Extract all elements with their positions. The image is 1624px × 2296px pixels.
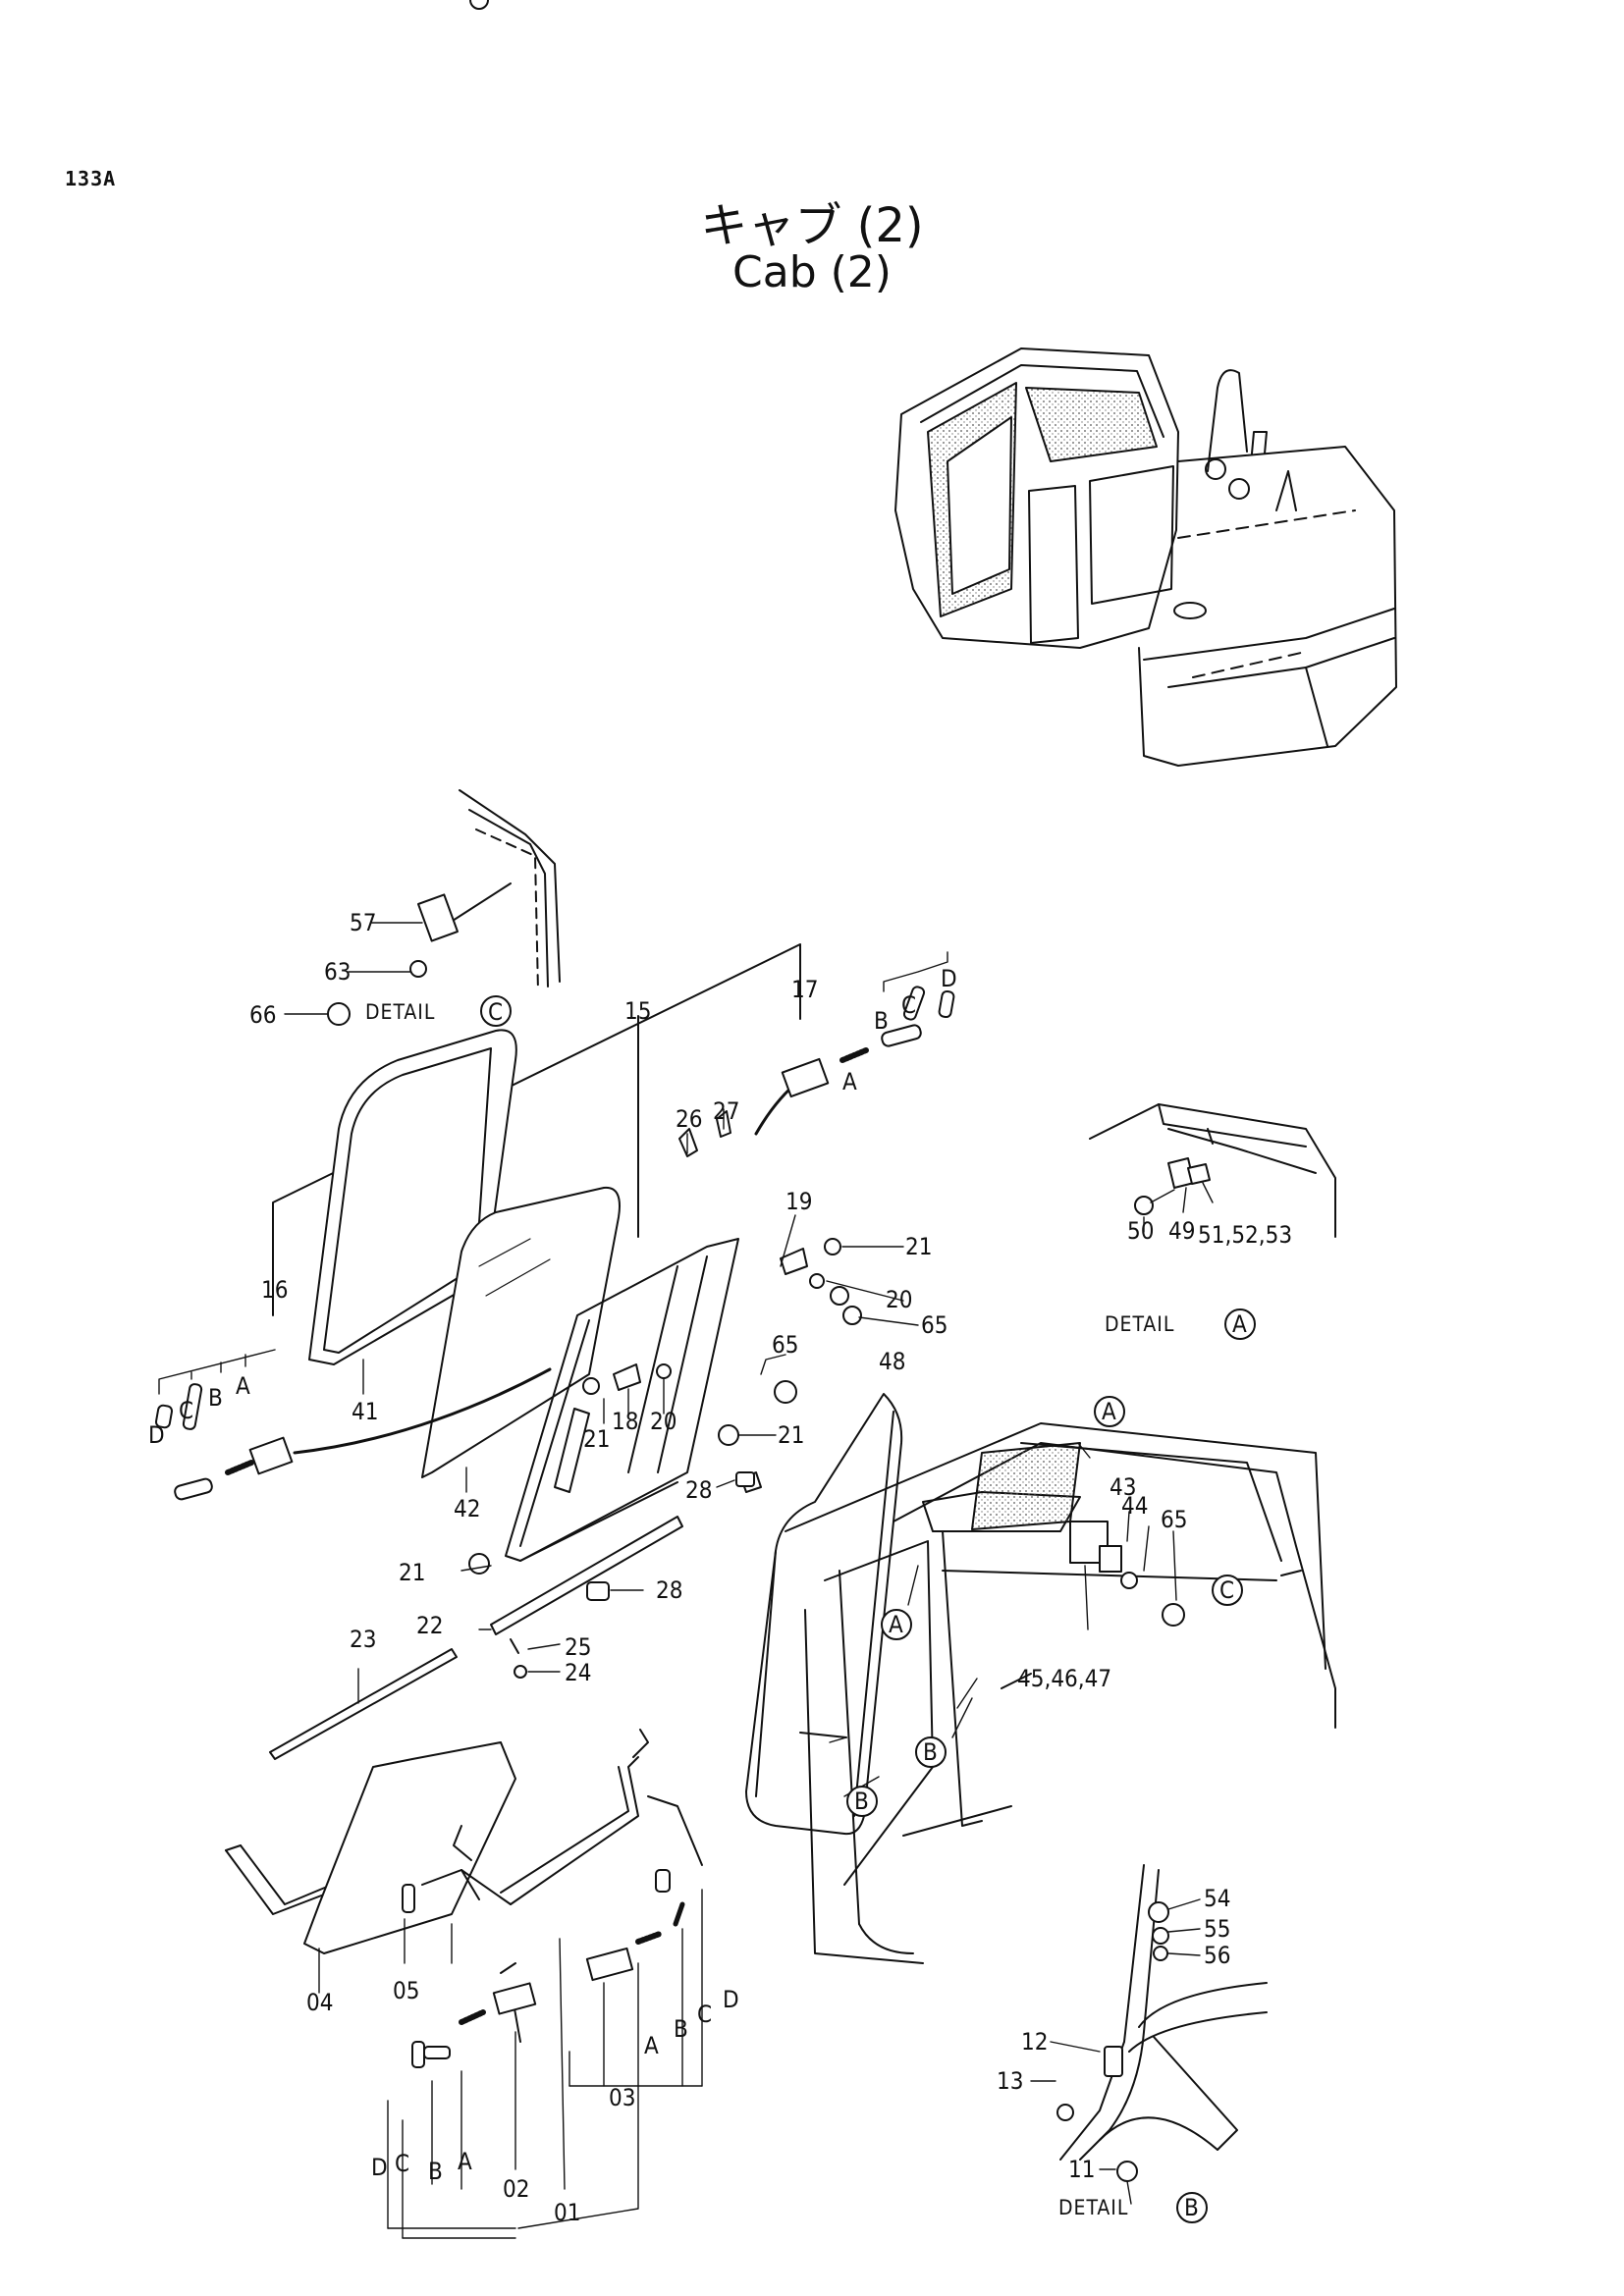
detail-c-drawing (284, 789, 561, 1026)
sub-d-02: D (371, 2154, 388, 2181)
sub-b-02: B (428, 2158, 443, 2185)
callout-65a: 65 (921, 1311, 947, 1339)
callout-01: 01 (554, 2199, 580, 2226)
sub-c-03: C (697, 2001, 712, 2028)
sub-a-03: A (644, 2032, 659, 2059)
detail-b-word: DETAIL (1058, 2196, 1128, 2219)
callout-17: 17 (791, 976, 818, 1003)
callout-41: 41 (352, 1398, 378, 1425)
callout-25: 25 (565, 1633, 591, 1661)
callout-03: 03 (609, 2084, 635, 2111)
callout-63: 63 (324, 958, 351, 986)
callout-66: 66 (249, 1001, 276, 1029)
detail-b-letter: B (1184, 2194, 1199, 2221)
sub-c-17: C (901, 991, 916, 1019)
sub-b-03: B (674, 2015, 688, 2043)
callout-26: 26 (676, 1105, 702, 1133)
callout-02: 02 (503, 2175, 529, 2203)
sub-a-16: A (236, 1372, 250, 1400)
sub-c-02: C (395, 2150, 409, 2177)
ref-marker-b-2: B (854, 1788, 869, 1815)
detail-c-letter: C (488, 998, 503, 1026)
sub-b-17: B (874, 1007, 889, 1035)
callout-48: 48 (879, 1348, 905, 1375)
callout-13: 13 (997, 2067, 1023, 2095)
circled-reference-markers (480, 995, 1256, 2223)
detail-c-word: DETAIL (365, 1000, 435, 1024)
callout-42: 42 (454, 1495, 480, 1522)
page-title-japanese: キャブ (2) (700, 198, 924, 253)
sub-b-16: B (208, 1384, 223, 1412)
detail-labels: DETAIL C DETAIL A DETAIL B A A B B C (365, 998, 1247, 2221)
callout-28a: 28 (685, 1476, 712, 1504)
lower-window-assembly (225, 1729, 703, 2239)
callout-18: 18 (612, 1408, 638, 1435)
callout-65c: 65 (1161, 1506, 1187, 1533)
callout-21b: 21 (778, 1421, 804, 1449)
machine-overview-illustration (894, 347, 1397, 767)
sub-part-letters: D C B A A B C D A B C D A B C D (148, 965, 957, 2185)
callout-28b: 28 (656, 1576, 682, 1604)
callout-43: 43 (1110, 1473, 1136, 1501)
callout-50: 50 (1127, 1217, 1154, 1245)
callout-54: 54 (1204, 1885, 1230, 1912)
detail-a-letter: A (1232, 1310, 1247, 1338)
detail-a-drawing (1089, 1103, 1336, 1238)
page-code: 133A (65, 167, 117, 190)
guide-rail-assembly (269, 0, 755, 1760)
ref-marker-c: C (1219, 1576, 1234, 1604)
ref-marker-a-top: A (1102, 1398, 1116, 1425)
callout-45-46-47: 45,46,47 (1017, 1665, 1111, 1692)
callout-16: 16 (261, 1276, 288, 1304)
detail-a-word: DETAIL (1105, 1312, 1174, 1336)
sliding-window-frame-assembly (154, 943, 955, 1562)
callout-21c: 21 (583, 1425, 610, 1453)
callout-20a: 20 (886, 1286, 912, 1313)
sub-a-02: A (458, 2148, 472, 2175)
callout-55: 55 (1204, 1915, 1230, 1943)
sub-a-17: A (842, 1068, 857, 1095)
callout-11: 11 (1068, 2156, 1095, 2183)
ref-marker-b-1: B (923, 1738, 938, 1766)
ref-marker-a-door: A (889, 1611, 903, 1638)
sub-d-03: D (723, 1986, 739, 2013)
callout-12: 12 (1021, 2028, 1048, 2056)
callout-05: 05 (393, 1977, 419, 2004)
callout-24: 24 (565, 1659, 591, 1686)
callout-23: 23 (350, 1626, 376, 1653)
callout-27: 27 (713, 1097, 739, 1125)
callout-21d: 21 (399, 1559, 425, 1586)
callout-57: 57 (350, 909, 376, 936)
callout-49: 49 (1168, 1217, 1195, 1245)
callout-19: 19 (785, 1188, 812, 1215)
callout-04: 04 (306, 1989, 333, 2016)
sub-c-16: C (179, 1397, 193, 1424)
callout-22: 22 (416, 1612, 443, 1639)
sub-d-17: D (941, 965, 957, 992)
part-callouts: 57 63 66 15 17 16 41 42 26 27 19 21 20 6… (249, 909, 1292, 2226)
callout-65b: 65 (772, 1331, 798, 1359)
callout-56: 56 (1204, 1942, 1230, 1969)
callout-51-52-53: 51,52,53 (1198, 1221, 1292, 1249)
callout-21a: 21 (905, 1233, 932, 1260)
cab-frame-drawing (745, 1393, 1336, 1964)
detail-b-drawing (1030, 1864, 1268, 2205)
callout-20b: 20 (650, 1408, 677, 1435)
page-title-english: Cab (2) (732, 247, 892, 297)
callout-15: 15 (624, 997, 651, 1025)
sub-d-16: D (148, 1421, 165, 1449)
callout-44: 44 (1121, 1492, 1148, 1520)
